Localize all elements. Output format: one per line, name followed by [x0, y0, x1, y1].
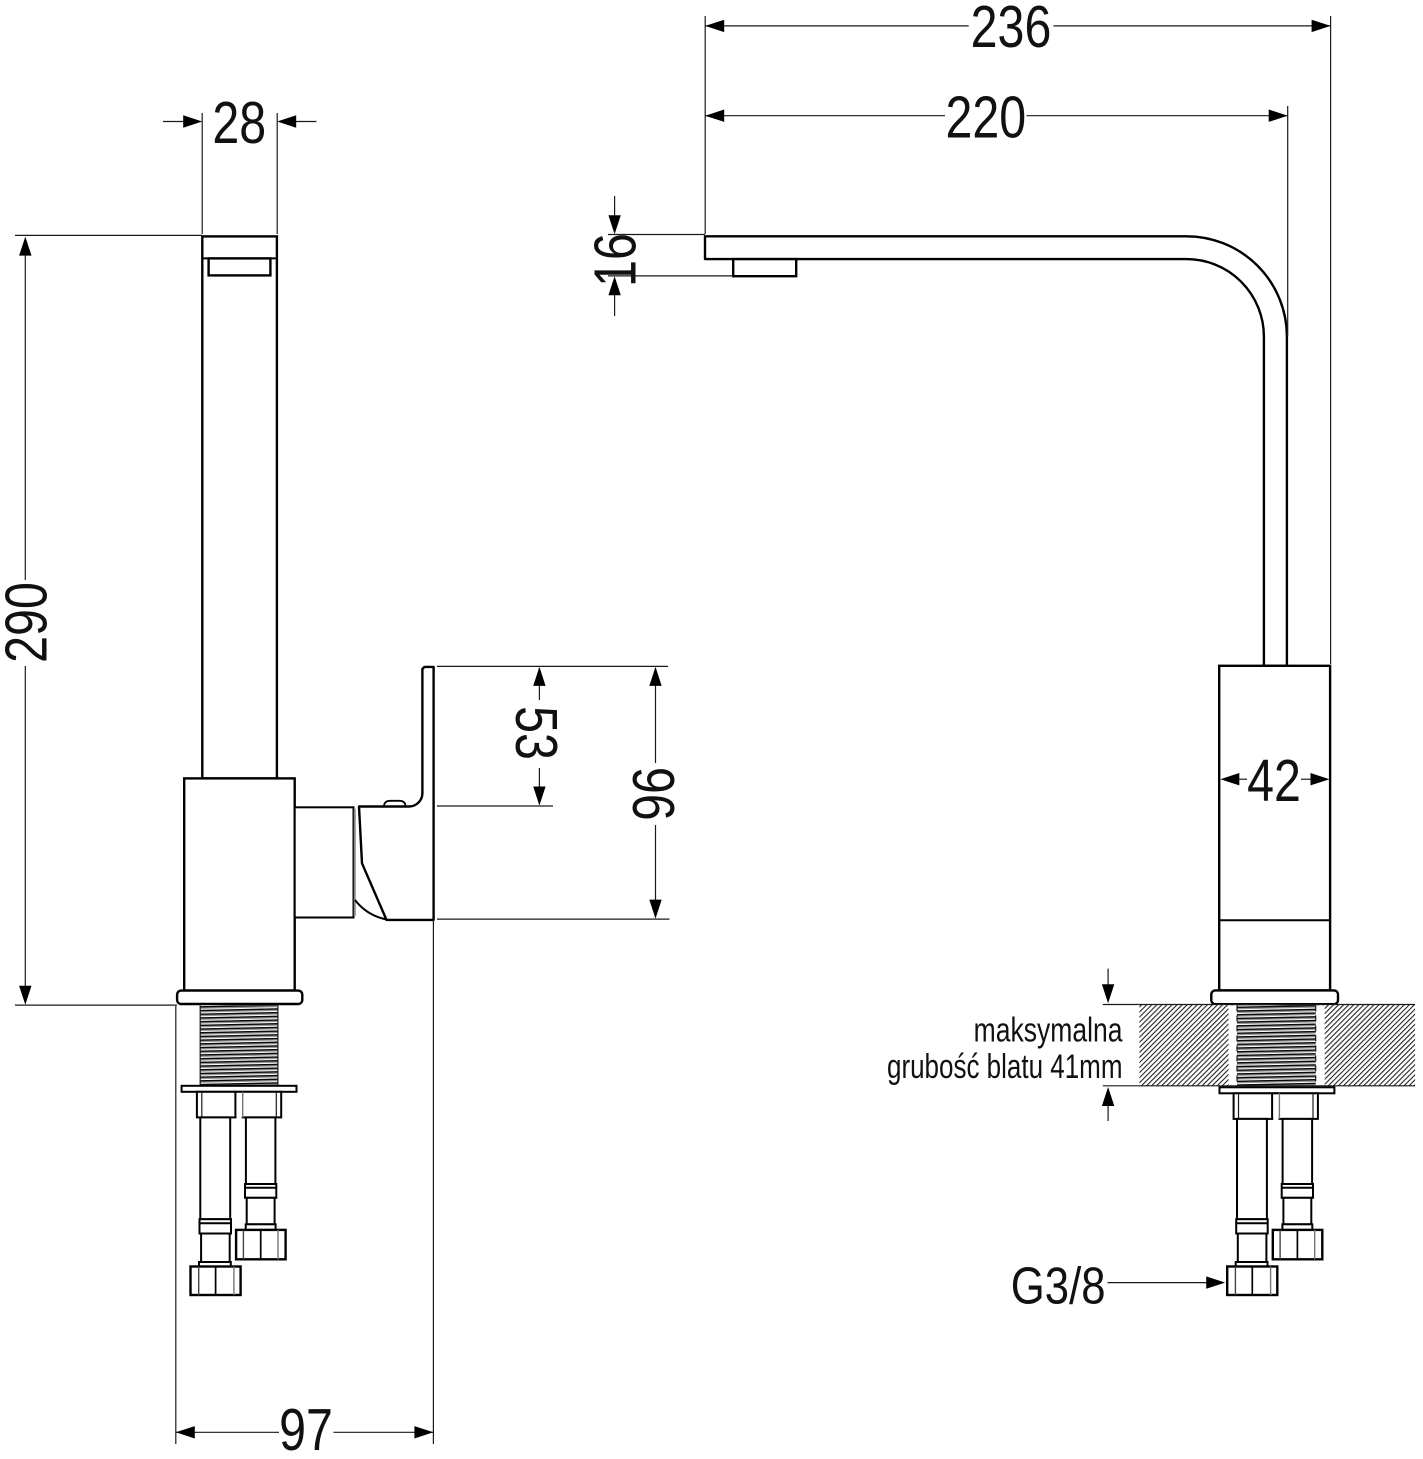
svg-text:290: 290	[0, 582, 60, 663]
svg-text:220: 220	[945, 85, 1026, 151]
svg-text:grubość blatu 41mm: grubość blatu 41mm	[887, 1049, 1123, 1086]
svg-text:96: 96	[620, 767, 686, 821]
svg-text:G3/8: G3/8	[1011, 1258, 1106, 1315]
svg-text:28: 28	[212, 91, 266, 157]
svg-text:97: 97	[279, 1397, 333, 1459]
svg-text:16: 16	[583, 233, 649, 287]
svg-text:maksymalna: maksymalna	[974, 1011, 1123, 1049]
svg-text:53: 53	[503, 706, 569, 760]
svg-text:236: 236	[971, 0, 1052, 60]
svg-text:42: 42	[1247, 748, 1301, 814]
